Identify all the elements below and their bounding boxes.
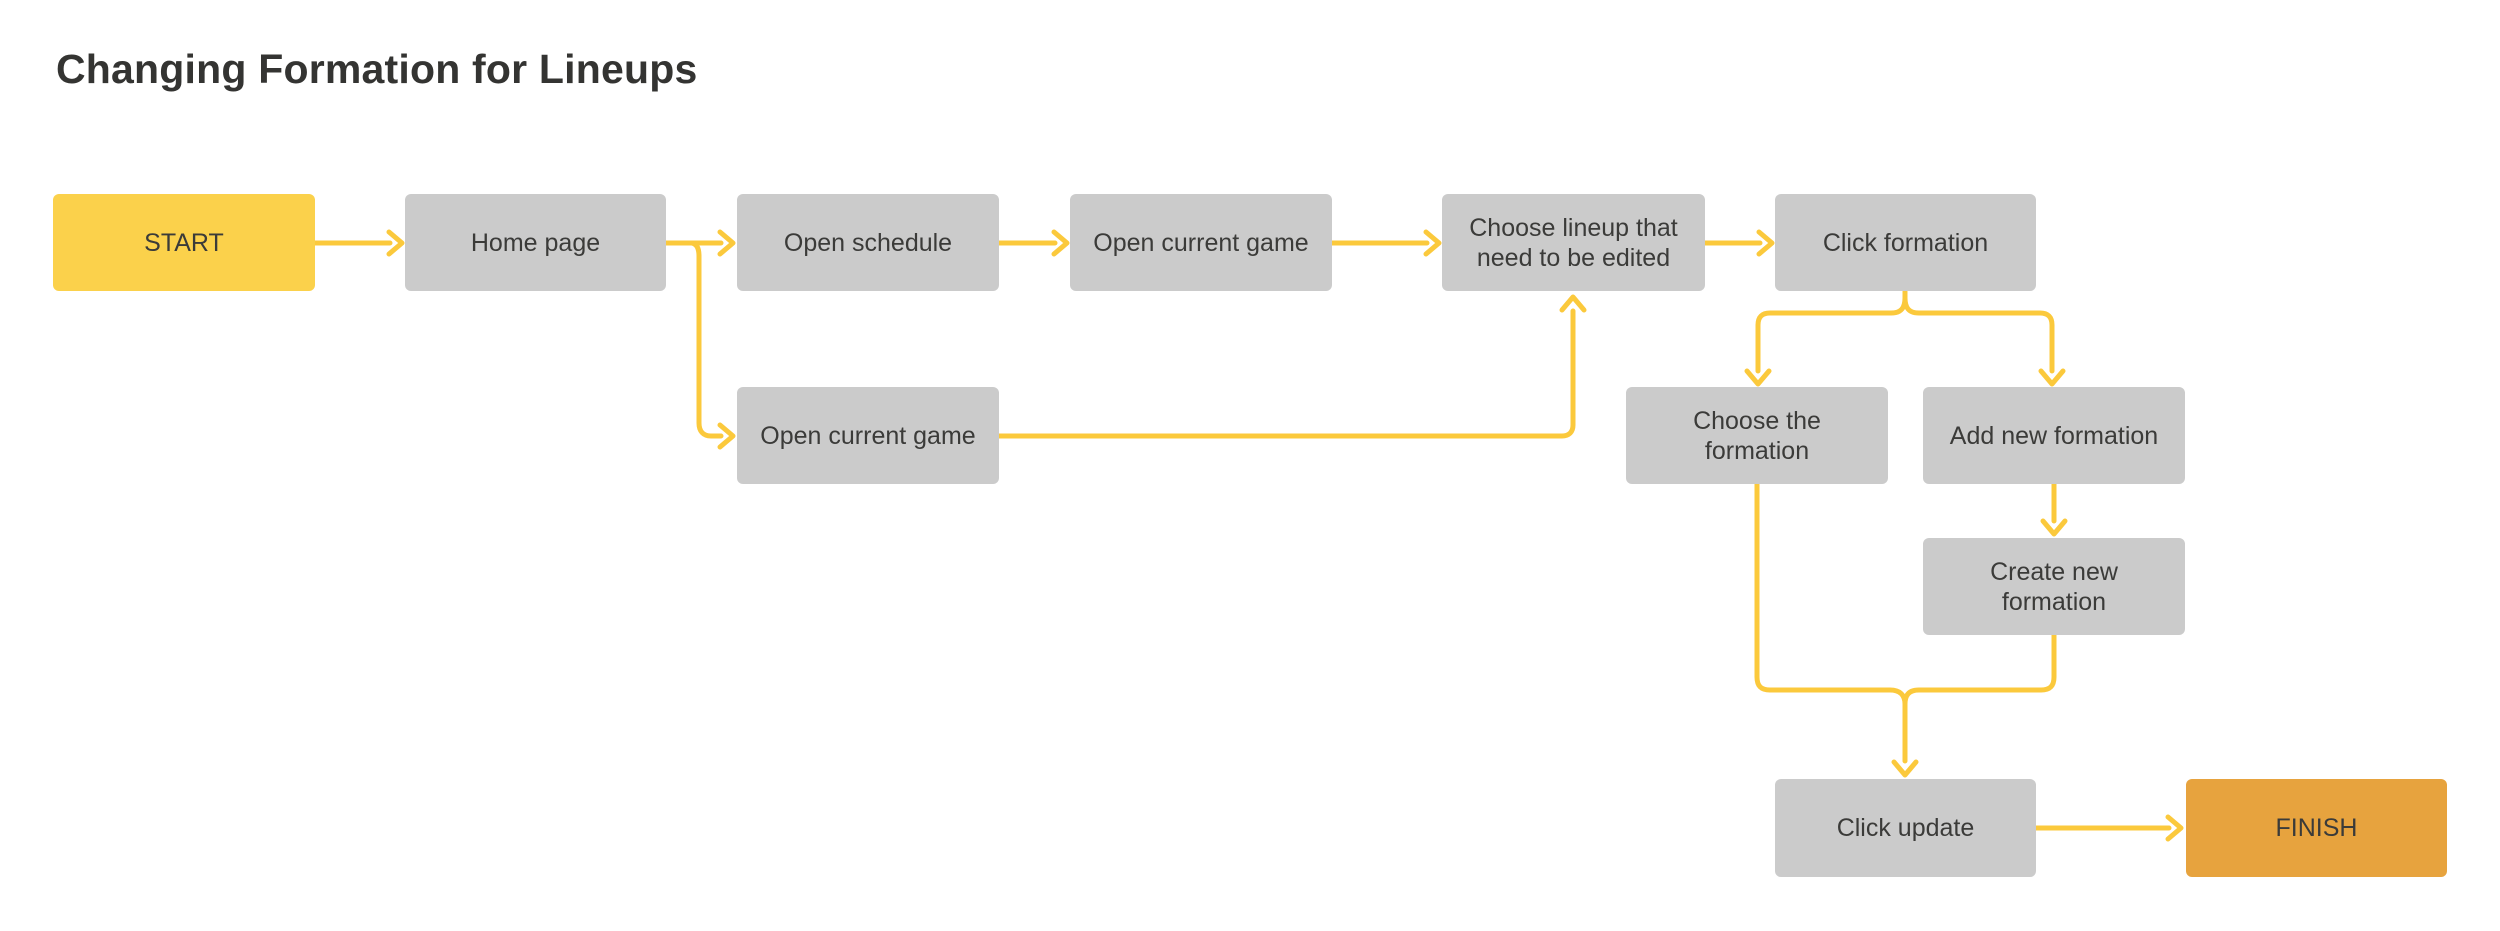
node-choose-lineup-label: Choose lineup that need to be edited — [1469, 213, 1678, 272]
edge-click-formation-to-choose-the-formation — [1744, 289, 1908, 387]
node-click-update-label: Click update — [1836, 814, 1975, 842]
node-choose-the-formation-label: Choose the formation — [1693, 406, 1821, 465]
node-create-new-formation-label: Create new formation — [1990, 557, 2118, 616]
node-click-formation-label: Click formation — [1822, 228, 1989, 257]
edge-click-update-to-finish — [2033, 814, 2184, 842]
node-create-new-formation[interactable]: Create new formation — [1923, 538, 2185, 635]
edge-start-to-home-page — [312, 229, 405, 257]
node-click-update[interactable]: Click update — [1775, 779, 2036, 877]
node-add-new-formation[interactable]: Add new formation — [1923, 387, 2185, 484]
node-open-schedule-label: Open schedule — [783, 228, 953, 257]
node-finish[interactable]: FINISH — [2186, 779, 2447, 877]
edge-open-schedule-to-open-current-game-top — [996, 229, 1070, 257]
node-open-schedule[interactable]: Open schedule — [737, 194, 999, 291]
edge-open-current-game-alt-to-choose-lineup — [996, 294, 1587, 439]
edge-home-page-to-open-current-game-alt — [689, 240, 736, 450]
edge-choose-the-formation-to-click-update — [1754, 481, 1919, 778]
node-start-label: START — [144, 228, 224, 257]
node-open-current-game-alt[interactable]: Open current game — [737, 387, 999, 484]
node-start[interactable]: START — [53, 194, 315, 291]
node-add-new-formation-label: Add new formation — [1949, 421, 2159, 450]
edge-create-new-formation-to-click-update — [1902, 632, 2057, 707]
node-open-current-game-top[interactable]: Open current game — [1070, 194, 1332, 291]
edge-add-new-formation-to-create-new-formation — [2040, 481, 2068, 537]
edge-open-current-game-top-to-choose-lineup — [1329, 229, 1442, 257]
node-home-page[interactable]: Home page — [405, 194, 666, 291]
node-finish-label: FINISH — [2275, 814, 2358, 842]
node-open-current-game-alt-label: Open current game — [760, 421, 976, 450]
edge-choose-lineup-to-click-formation — [1702, 229, 1775, 257]
node-click-formation[interactable]: Click formation — [1775, 194, 2036, 291]
node-choose-lineup[interactable]: Choose lineup that need to be edited — [1442, 194, 1705, 291]
node-choose-the-formation[interactable]: Choose the formation — [1626, 387, 1888, 484]
page-title: Changing Formation for Lineups — [56, 46, 698, 92]
node-home-page-label: Home page — [470, 228, 601, 257]
edge-click-formation-to-add-new-formation — [1902, 289, 2066, 387]
node-open-current-game-top-label: Open current game — [1093, 228, 1309, 257]
